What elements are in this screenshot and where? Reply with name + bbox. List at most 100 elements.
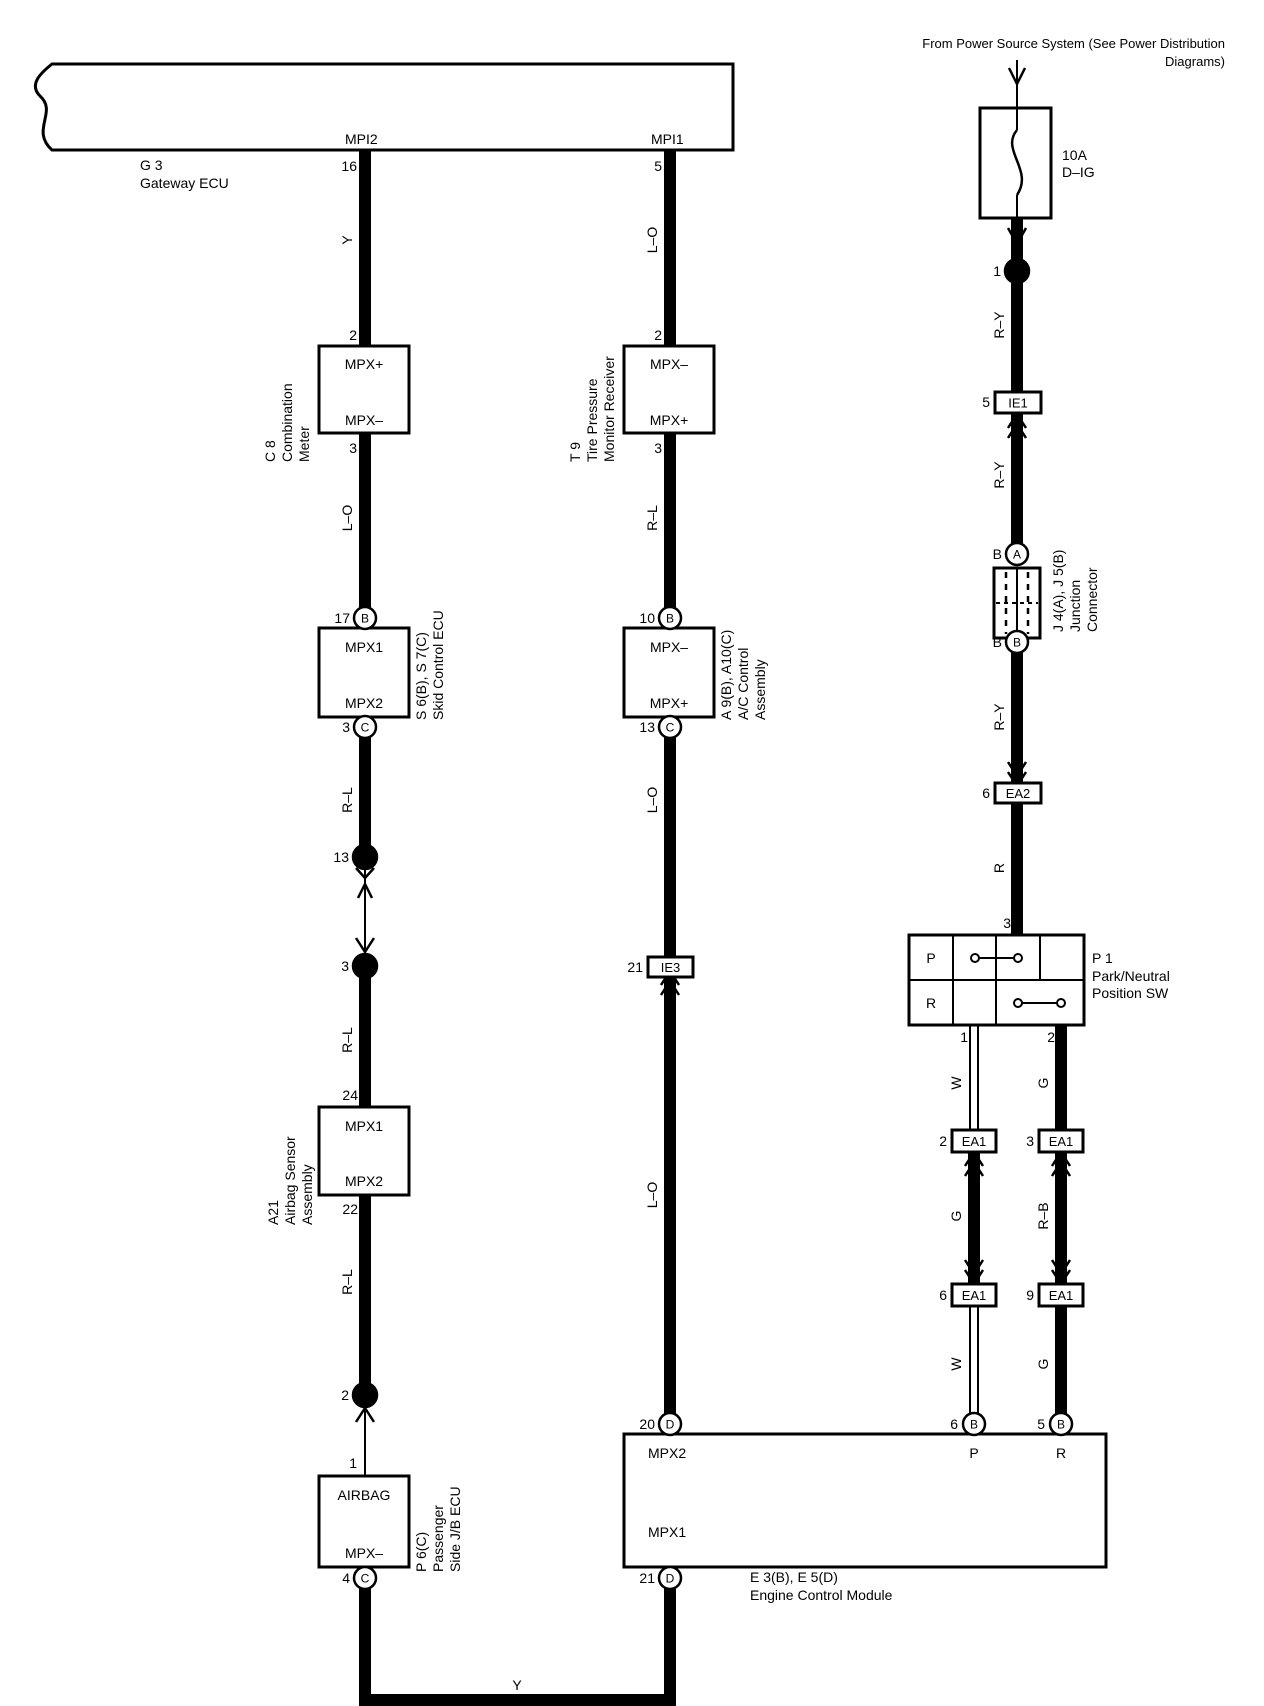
connector-c-skid-label: C [361, 721, 370, 735]
connector-ea1-a [950, 1128, 998, 1154]
skid-control-name: Skid Control ECU [430, 610, 446, 720]
pin-5-ie1: 5 [982, 394, 990, 410]
connector-d-21-label: D [666, 1572, 675, 1586]
power-source-line2: Diagrams) [1165, 54, 1225, 69]
pn-switch-row-p: P [926, 950, 935, 966]
pin-9-ea1-d: 9 [1026, 1287, 1034, 1303]
arrow-ie3-up-2 [659, 978, 681, 996]
gateway-name: Gateway ECU [140, 175, 229, 191]
connector-b-skid-label: B [361, 612, 369, 626]
connector-a-label: A [1013, 548, 1021, 562]
ecm-name: Engine Control Module [750, 1587, 893, 1603]
connector-ea2 [993, 781, 1043, 805]
passenger-jb-box [317, 1474, 411, 1569]
passenger-jb-name2: Side J/B ECU [447, 1486, 463, 1572]
connector-d-20-label: D [666, 1418, 675, 1432]
passenger-jb-pin-bottom: MPX– [345, 1545, 383, 1561]
connector-b-junction [1004, 629, 1030, 655]
wire-label-y-top: Y [339, 235, 355, 245]
connector-b-5-label: B [1057, 1418, 1065, 1432]
junction-name2: Connector [1084, 567, 1100, 632]
tire-pressure-box [622, 344, 716, 435]
connector-2h-label: 2H [357, 960, 372, 974]
arrow-ea1-a-up-2 [963, 1159, 985, 1177]
pn-switch-r-node-right [1056, 998, 1066, 1008]
wire-label-g-2: G [1035, 1359, 1051, 1370]
wire-label-lo-ie3: L–O [644, 1182, 660, 1209]
wire-label-rl-skid: R–L [339, 787, 355, 813]
pin-6-ea1-c: 6 [939, 1287, 947, 1303]
gateway-pin-mpi2: MPI2 [345, 131, 378, 147]
wire-label-ry-3: R–Y [991, 703, 1007, 731]
pin-20: 20 [639, 1416, 655, 1432]
connector-b-ac-label: B [666, 612, 674, 626]
pin-2-meter: 2 [349, 327, 357, 343]
arrow-2h-down [354, 937, 376, 955]
arrow-2f-up [356, 881, 374, 899]
fuse-box [978, 106, 1053, 220]
combination-meter-box [317, 344, 411, 435]
arrow-2f-down [355, 867, 375, 880]
pin-3-ea1-b: 3 [1026, 1133, 1034, 1149]
airbag-sensor-pin-top: MPX1 [345, 1118, 383, 1134]
pin-6-ea2: 6 [982, 785, 990, 801]
wire-label-r: R [991, 863, 1007, 873]
tire-pressure-name2: Monitor Receiver [601, 356, 617, 462]
connector-2f [351, 843, 379, 871]
pn-switch-id: P 1 [1092, 950, 1113, 966]
wire-label-ry-1: R–Y [991, 311, 1007, 339]
pn-switch-row-r: R [926, 995, 936, 1011]
connector-ea1-d [1037, 1282, 1085, 1308]
passenger-jb-id: P 6(C) [413, 1532, 429, 1572]
arrow-ea2-down-1 [1006, 761, 1028, 779]
connector-c-pjb [352, 1565, 378, 1591]
wire-label-lo-meter: L–O [339, 505, 355, 532]
pin-13-ac: 13 [639, 719, 655, 735]
connector-c-ac-label: C [666, 721, 675, 735]
wire-label-rl-airbag: R–L [339, 1269, 355, 1295]
ac-control-name2: Assembly [752, 659, 768, 720]
pin-2-ea1-a: 2 [939, 1133, 947, 1149]
wire-label-g-1: G [1035, 1078, 1051, 1089]
wire-label-ry-2: R–Y [991, 461, 1007, 489]
airbag-sensor-pin-bottom: MPX2 [345, 1173, 383, 1189]
fuse-name: D–IG [1062, 164, 1095, 180]
pin-4-pjb: 4 [342, 1570, 350, 1586]
junction-id: J 4(A), J 5(B) [1050, 550, 1066, 632]
ecm-pin-r: R [1056, 1445, 1066, 1461]
connector-b-junction-label: B [1013, 636, 1021, 650]
connector-c-pjb-label: C [361, 1572, 370, 1586]
power-feed-arrow [1007, 67, 1027, 87]
pin-3-tire: 3 [654, 440, 662, 456]
wire-label-w-2: W [948, 1357, 964, 1371]
pn-switch-p-node-right [1013, 953, 1023, 963]
connector-ea2-label: EA2 [1006, 786, 1031, 801]
airbag-sensor-box [317, 1105, 411, 1197]
ecm-pin-p: P [969, 1445, 978, 1461]
gateway-pin-mpi1: MPI1 [651, 131, 684, 147]
airbag-sensor-id: A21 [265, 1200, 281, 1225]
pin-10: 10 [639, 610, 655, 626]
connector-d-21 [657, 1565, 683, 1591]
skid-control-pin-top: MPX1 [345, 639, 383, 655]
pin-3-2h: 3 [341, 958, 349, 974]
pin-b-junction-bottom: B [993, 634, 1002, 650]
ac-control-pin-top: MPX– [650, 639, 688, 655]
junction-name1: Junction [1067, 580, 1083, 632]
wire-y-bottom [359, 1578, 676, 1706]
connector-ie1 [993, 390, 1043, 415]
pn-switch-name1: Park/Neutral [1092, 968, 1170, 984]
tire-pressure-id: T 9 [567, 442, 583, 462]
gateway-id: G 3 [140, 157, 163, 173]
connector-d-20 [657, 1411, 683, 1437]
passenger-jb-pin-top: AIRBAG [338, 1487, 391, 1503]
connector-ea1-b-label: EA1 [1049, 1134, 1074, 1149]
ac-control-id: A 9(B), A10(C) [718, 630, 734, 720]
skid-control-pin-bottom: MPX2 [345, 695, 383, 711]
pin-17: 17 [334, 610, 350, 626]
connector-2f-label: 2F [358, 851, 372, 865]
connector-c-skid [352, 714, 378, 740]
pn-switch-r-node-left [1013, 998, 1023, 1008]
connector-2g [1003, 257, 1031, 285]
